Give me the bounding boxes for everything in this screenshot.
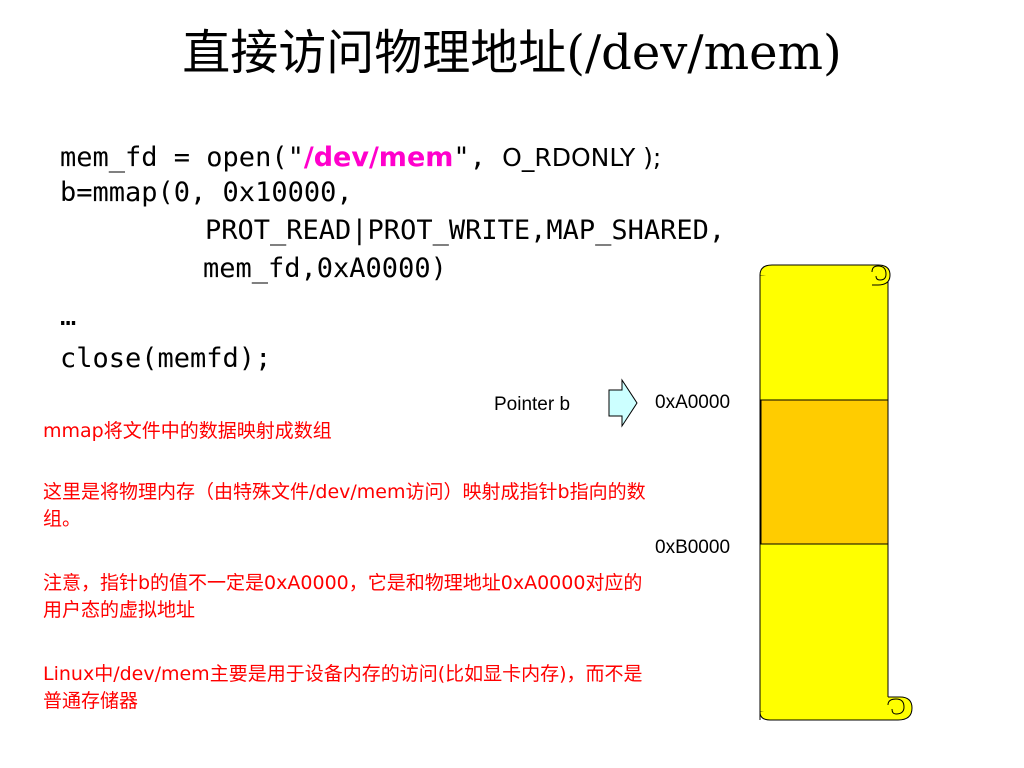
note-mapping: 这里是将物理内存（由特殊文件/dev/mem访问）映射成指针b指向的数组。	[43, 481, 646, 530]
code-open-prefix: mem_fd = open("	[60, 142, 304, 173]
pointer-label: Pointer b	[494, 394, 571, 415]
note-mmap: mmap将文件中的数据映射成数组	[43, 420, 332, 442]
code-dev-mem-path: /dev/mem	[303, 142, 454, 173]
code-open-suffix: ",	[453, 142, 503, 173]
slide-title: 直接访问物理地址(/dev/mem)	[182, 25, 842, 81]
code-line-close: close(memfd);	[60, 343, 272, 374]
pointer-arrow-icon	[608, 378, 638, 428]
address-start-label: 0xA0000	[655, 392, 731, 413]
code-line-fd: mem_fd,0xA0000)	[203, 253, 447, 284]
code-open-flag: O_RDONLY );	[502, 143, 662, 172]
address-end-label: 0xB0000	[655, 537, 731, 558]
code-line-prot: PROT_READ|PROT_WRITE,MAP_SHARED,	[205, 215, 726, 246]
note-virtual-address: 注意，指针b的值不一定是0xA0000，它是和物理地址0xA0000对应的用户态…	[43, 572, 643, 621]
mapped-memory-region	[760, 399, 889, 545]
code-line-mmap: b=mmap(0, 0x10000,	[60, 177, 353, 208]
code-line-open: mem_fd = open("/dev/mem", O_RDONLY );	[60, 141, 661, 175]
note-device-memory: Linux中/dev/mem主要是用于设备内存的访问(比如显卡内存)，而不是普通…	[43, 663, 643, 712]
code-line-ellipsis: …	[60, 301, 77, 332]
